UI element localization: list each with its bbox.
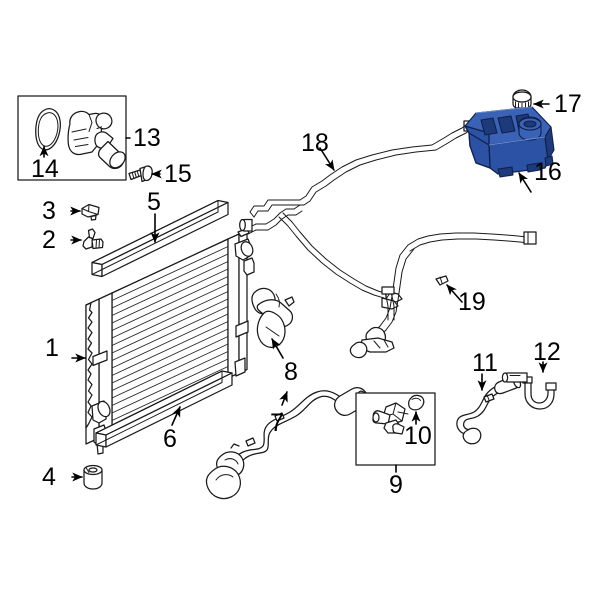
callout-leader-7 xyxy=(279,391,288,406)
callout-number-5[interactable]: 5 xyxy=(147,188,161,216)
callout-number-11[interactable]: 11 xyxy=(472,349,498,377)
callout-number-16[interactable]: 16 xyxy=(534,158,562,186)
callout-leader-19 xyxy=(446,284,463,303)
callout-number-7[interactable]: 7 xyxy=(270,409,284,437)
callout-number-2[interactable]: 2 xyxy=(42,226,56,254)
hose-connector-part-8 xyxy=(251,287,295,348)
callout-number-3[interactable]: 3 xyxy=(42,197,56,225)
callout-number-19[interactable]: 19 xyxy=(458,288,486,316)
coolant-hose-assembly-part-19 xyxy=(349,231,537,359)
callout-number-4[interactable]: 4 xyxy=(42,463,56,491)
vent-hose-part-12 xyxy=(501,372,557,410)
callout-number-13[interactable]: 13 xyxy=(133,124,161,152)
callout-number-18[interactable]: 18 xyxy=(301,129,329,157)
sensor-bracket-part-2 xyxy=(82,228,104,250)
callout-leader-8 xyxy=(271,338,284,359)
callout-number-15[interactable]: 15 xyxy=(164,160,192,188)
callout-number-17[interactable]: 17 xyxy=(554,90,582,118)
lower-air-deflector-part xyxy=(95,370,233,448)
callout-number-14[interactable]: 14 xyxy=(31,155,59,183)
callout-leader-18 xyxy=(319,147,335,171)
bypass-hose-part-11 xyxy=(456,375,522,445)
grommet-part-4 xyxy=(83,464,103,490)
callout-number-12[interactable]: 12 xyxy=(533,338,561,366)
callout-number-1[interactable]: 1 xyxy=(45,334,59,362)
lower-radiator-hose-part xyxy=(205,387,370,500)
callout-number-9[interactable]: 9 xyxy=(389,471,403,499)
callout-number-8[interactable]: 8 xyxy=(284,358,298,386)
callout-leader-16 xyxy=(518,172,532,193)
clip-part-3 xyxy=(81,203,100,221)
bolt-part xyxy=(128,165,153,183)
callout-leader-6 xyxy=(171,406,181,426)
callout-number-6[interactable]: 6 xyxy=(163,425,177,453)
coolant-reservoir-part-16 xyxy=(464,106,555,178)
thermostat-housing-part xyxy=(67,110,126,170)
clip-kit-contents xyxy=(372,394,425,435)
callout-number-10[interactable]: 10 xyxy=(404,422,432,450)
